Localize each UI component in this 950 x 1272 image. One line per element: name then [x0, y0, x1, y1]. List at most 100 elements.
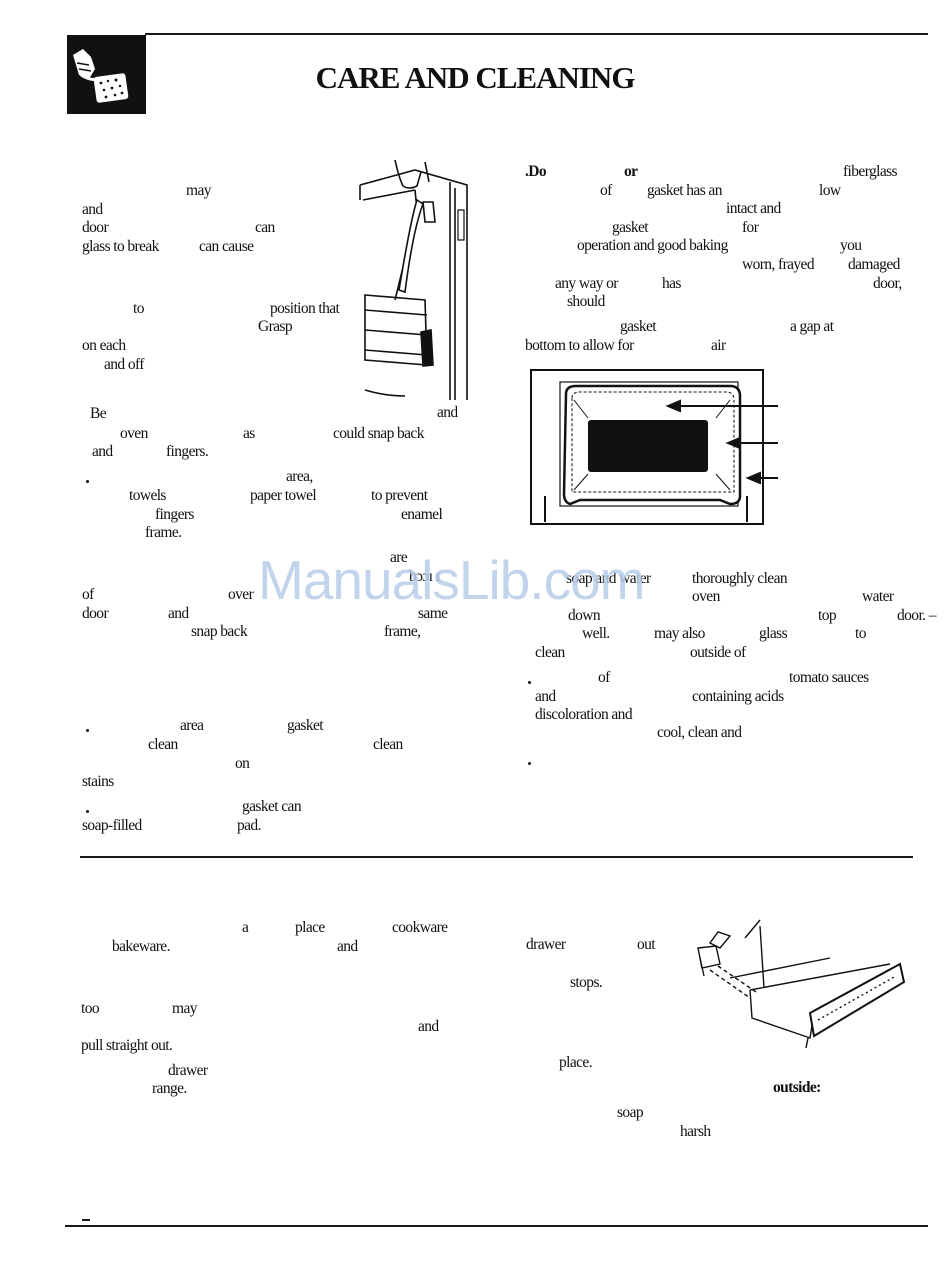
text-fragment: fingers.	[166, 443, 209, 460]
text-fragment: gasket can	[242, 798, 302, 815]
text-fragment: stops.	[570, 974, 603, 991]
text-fragment: of	[600, 182, 612, 199]
text-fragment: clean	[373, 736, 403, 753]
text-fragment: of	[82, 586, 94, 603]
text-fragment: and	[418, 1018, 439, 1035]
text-fragment: are	[390, 549, 408, 566]
text-fragment: gasket has an	[647, 182, 722, 199]
bullet-dot	[86, 480, 89, 483]
text-fragment: door	[82, 605, 109, 622]
text-fragment: and	[437, 404, 458, 421]
text-fragment: should	[567, 293, 605, 310]
text-fragment: worn, frayed	[742, 256, 815, 273]
text-fragment: soap and water	[566, 570, 651, 587]
text-fragment: area	[180, 717, 204, 734]
text-fragment: frame,	[384, 623, 421, 640]
text-fragment: you	[840, 237, 862, 254]
text-fragment: area,	[286, 468, 313, 485]
text-fragment: may	[172, 1000, 197, 1017]
bullet-dot	[528, 681, 531, 684]
page-title: CARE AND CLEANING	[315, 60, 636, 95]
text-fragment: well.	[582, 625, 610, 642]
text-fragment: low	[819, 182, 841, 199]
text-fragment: door,	[873, 275, 902, 292]
text-fragment: can	[255, 219, 275, 236]
text-fragment: top	[818, 607, 837, 624]
text-fragment: pull straight out.	[81, 1037, 173, 1054]
text-fragment: discoloration and	[535, 706, 633, 723]
text-fragment: down	[568, 607, 601, 624]
text-fragment: drawer	[526, 936, 566, 953]
text-fragment: of	[598, 669, 610, 686]
text-fragment: position that	[270, 300, 340, 317]
text-fragment: place.	[559, 1054, 593, 1071]
text-fragment: containing acids	[692, 688, 784, 705]
text-fragment: enamel	[401, 506, 443, 523]
bold-text-fragment: outside:	[773, 1079, 821, 1096]
text-fragment: can cause	[199, 238, 254, 255]
text-fragment: over	[228, 586, 254, 603]
text-fragment: clean	[535, 644, 565, 661]
text-fragment: frame.	[145, 524, 182, 541]
text-fragment: Be	[90, 405, 107, 422]
text-fragment: fiberglass	[843, 163, 898, 180]
bullet-dot	[86, 810, 89, 813]
text-fragment: bottom to allow for	[525, 337, 634, 354]
text-fragment: may	[186, 182, 211, 199]
text-fragment: same	[418, 605, 448, 622]
text-fragment: tomato sauces	[789, 669, 869, 686]
text-fragment: may also	[654, 625, 705, 642]
text-fragment: as	[243, 425, 255, 442]
text-fragment: cookware	[392, 919, 448, 936]
oven-door-removal-illustration	[359, 160, 468, 400]
text-fragment: and	[535, 688, 556, 705]
text-fragment: out	[637, 936, 656, 953]
text-fragment: outside of	[690, 644, 746, 661]
text-fragment: to	[133, 300, 144, 317]
text-fragment: glass	[759, 625, 788, 642]
text-fragment: and off	[104, 356, 144, 373]
text-fragment: damaged	[848, 256, 900, 273]
text-fragment: a gap at	[790, 318, 834, 335]
text-fragment: a	[242, 919, 249, 936]
text-fragment: bakeware.	[112, 938, 170, 955]
storage-drawer-removal-illustration	[697, 919, 906, 1048]
text-fragment: to	[855, 625, 866, 642]
text-fragment: bɔɔı ı	[409, 568, 440, 585]
text-fragment: place	[295, 919, 325, 936]
text-fragment: pad.	[237, 817, 261, 834]
bottom-rule	[65, 1225, 928, 1227]
text-fragment: to prevent	[371, 487, 428, 504]
text-fragment: paper towel	[250, 487, 317, 504]
text-fragment: gasket	[287, 717, 324, 734]
text-fragment: and	[168, 605, 189, 622]
text-fragment: gasket	[620, 318, 657, 335]
text-fragment: door	[82, 219, 109, 236]
text-fragment: on each	[82, 337, 126, 354]
watermark: ManualsLib.com	[258, 549, 645, 611]
text-fragment: soap-filled	[82, 817, 142, 834]
text-fragment: could snap back	[333, 425, 424, 442]
text-fragment: soap	[617, 1104, 644, 1121]
page-number-mark	[82, 1219, 90, 1221]
text-fragment: thoroughly clean	[692, 570, 788, 587]
text-fragment: operation and good baking	[577, 237, 728, 254]
bold-text-fragment: or	[624, 163, 638, 180]
text-fragment: drawer	[168, 1062, 208, 1079]
text-fragment: harsh	[680, 1123, 711, 1140]
text-fragment: snap back	[191, 623, 248, 640]
text-fragment: intact and	[726, 200, 781, 217]
bullet-dot	[528, 762, 531, 765]
hand-with-sponge-icon	[67, 35, 146, 114]
text-fragment: water	[862, 588, 894, 605]
text-fragment: and	[82, 201, 103, 218]
text-fragment: range.	[152, 1080, 187, 1097]
section-divider	[80, 856, 913, 858]
text-fragment: too	[81, 1000, 100, 1017]
text-fragment: any way or	[555, 275, 618, 292]
text-fragment: on	[235, 755, 250, 772]
text-fragment: glass to break	[82, 238, 159, 255]
text-fragment: towels	[129, 487, 166, 504]
text-fragment: oven	[692, 588, 720, 605]
text-fragment: door. –	[897, 607, 936, 624]
